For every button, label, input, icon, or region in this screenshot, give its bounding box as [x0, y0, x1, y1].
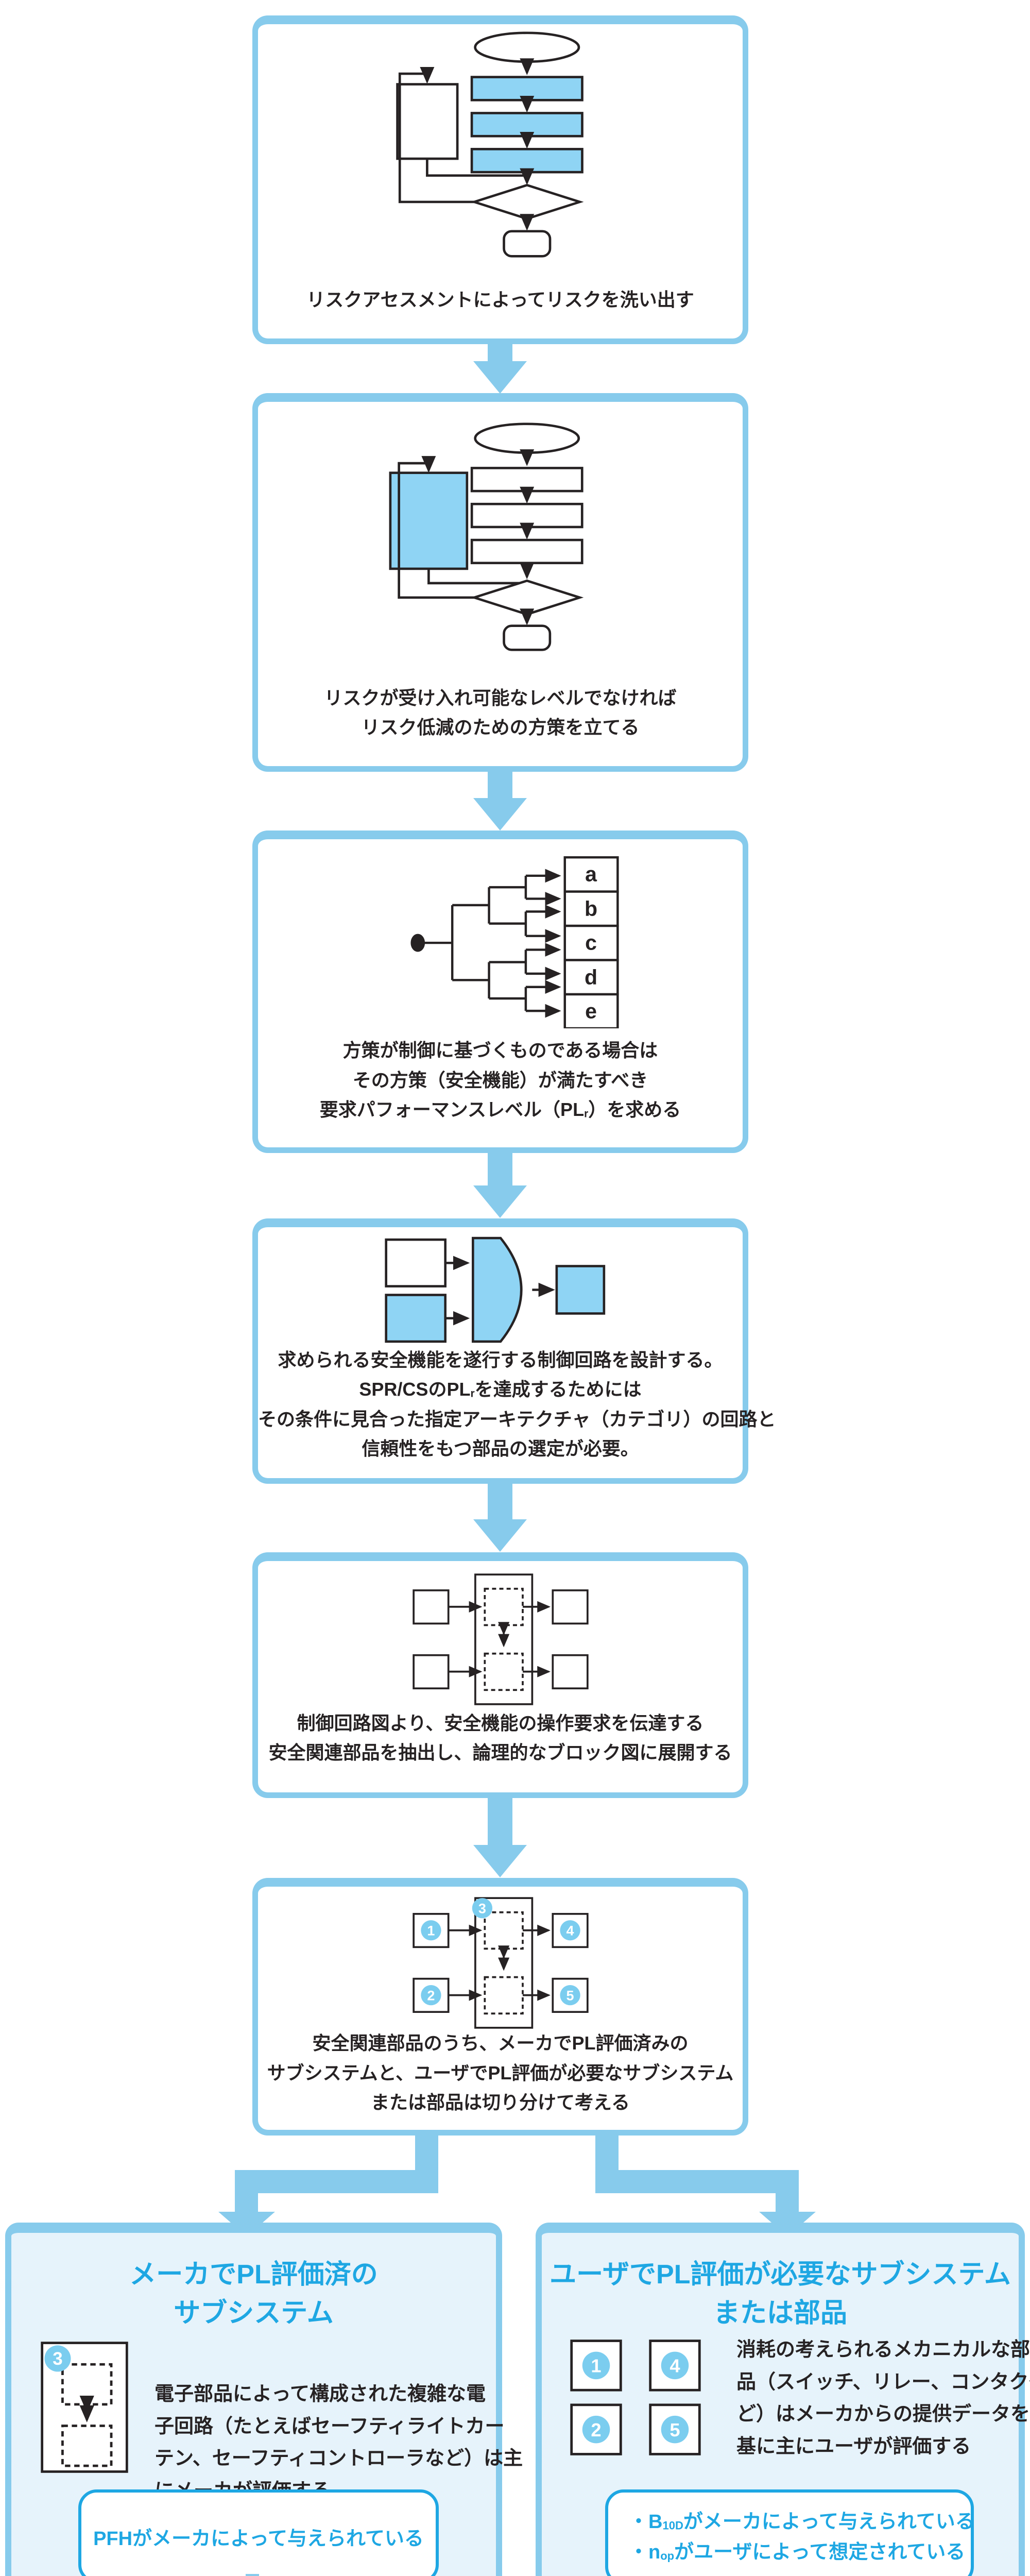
panel-body-text: 消耗の考えられるメカニカルな部 品（スイッチ、リレー、コンタクタな ど）はメーカ… — [736, 2339, 1030, 2458]
arrow-down-head-icon — [473, 1185, 527, 1218]
step-box-risk-assessment: リスクアセスメントによってリスクを洗い出す — [252, 15, 748, 344]
number-badge-5: 5 — [670, 2419, 680, 2441]
step-box-risk-reduction: リスクが受け入れ可能なレベルでなければ リスク低減のための方策を立てる — [252, 393, 748, 772]
and-gate-diagram — [384, 1236, 605, 1343]
arrow-down-icon — [488, 343, 512, 362]
arrow-down-head-icon — [473, 1845, 527, 1877]
risk-graph-label-a: a — [585, 862, 597, 886]
step-caption: リスクアセスメントによってリスクを洗い出す — [306, 289, 694, 311]
number-badge-4: 4 — [566, 1923, 574, 1939]
step-caption: 制御回路図より、安全機能の操作要求を伝達する 安全関連部品を抽出し、論理的なブロ… — [268, 1712, 732, 1764]
number-badge-2: 2 — [591, 2419, 601, 2441]
arrow-down-icon — [488, 1483, 512, 1520]
risk-graph-label-e: e — [585, 999, 597, 1023]
step-caption: 求められる安全機能を遂行する制御回路を設計する。 SPR/CSのPLrを達成する… — [258, 1349, 776, 1460]
number-badge-3: 3 — [53, 2349, 62, 2369]
step-caption: 方策が制御に基づくものである場合は その方策（安全機能）が満たすべき 要求パフォ… — [319, 1040, 681, 1121]
flowchart-diagram-icon — [396, 31, 583, 258]
step-box-block-diagram: 制御回路図より、安全機能の操作要求を伝達する 安全関連部品を抽出し、論理的なブロ… — [252, 1552, 748, 1798]
step-box-circuit-design: 求められる安全機能を遂行する制御回路を設計する。 SPR/CSのPLrを達成する… — [252, 1218, 776, 1484]
component-data-note-box: ・B10Dがメーカによって与えられている ・nopがユーザによって想定されている — [605, 2489, 975, 2576]
arrow-down-head-icon — [473, 361, 527, 394]
number-badge-3: 3 — [478, 1901, 486, 1917]
risk-graph-label-d: d — [585, 965, 597, 989]
number-badge-5: 5 — [566, 1988, 574, 2003]
risk-graph-label-c: c — [585, 930, 597, 954]
subsystem-3-icon: 3 — [41, 2342, 128, 2473]
number-badge-1: 1 — [427, 1923, 435, 1939]
components-1245-icon: 1 4 2 5 — [570, 2340, 701, 2455]
step-caption: リスクが受け入れ可能なレベルでなければ リスク低減のための方策を立てる — [324, 687, 677, 738]
panel-title: メーカでPL評価済の サブシステム — [129, 2260, 378, 2329]
number-badge-1: 1 — [591, 2355, 601, 2377]
risk-graph-label-b: b — [585, 896, 597, 920]
step-caption: 安全関連部品のうち、メーカでPL評価済みの サブシステムと、ユーザでPL評価が必… — [267, 2032, 734, 2113]
numbered-block-diagram: 1 2 3 4 5 — [412, 1897, 589, 2029]
number-badge-2: 2 — [427, 1988, 435, 2003]
panel-title: ユーザでPL評価が必要なサブシステム または部品 — [550, 2260, 1011, 2329]
panel-body-text: 電子部品によって構成された複雑な電 子回路（たとえばセーフティライトカー テン、… — [154, 2383, 523, 2502]
arrow-down-icon — [488, 1797, 512, 1845]
pfh-note-box: PFHがメーカによって与えられている — [78, 2489, 439, 2576]
arrow-down-icon — [488, 771, 512, 799]
risk-graph-diagram: a b c d e — [410, 856, 619, 1028]
number-badge-4: 4 — [670, 2355, 680, 2377]
logic-block-diagram — [412, 1573, 589, 1705]
arrow-down-head-icon — [473, 1519, 527, 1552]
arrow-down-icon — [488, 1152, 512, 1186]
step-box-required-pl: a b c d e 方策が制御に基づくものである場合は その方策（安全機能）が満… — [252, 831, 748, 1153]
flowchart-diagram-icon — [389, 422, 583, 651]
step-box-subsystem-split: 1 2 3 4 5 安全関連部品のうち、メーカでPL評価済みの サブシステムと、… — [252, 1878, 748, 2136]
panel-user-evaluated: ユーザでPL評価が必要なサブシステム または部品 1 4 2 5 — [536, 2223, 1030, 2576]
arrow-down-head-icon — [473, 798, 527, 831]
panel-maker-evaluated: メーカでPL評価済の サブシステム 3 電子部品によって構成された複雑な電 子回… — [5, 2223, 523, 2576]
